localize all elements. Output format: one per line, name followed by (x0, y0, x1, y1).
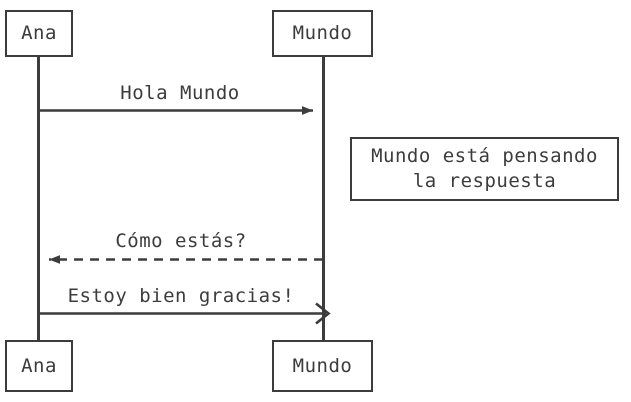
participant-foot-mundo-label: Mundo (292, 354, 353, 377)
message-label-estoy-bien-gracias: Estoy bien gracias! (67, 285, 295, 307)
participant-head-ana-label: Ana (21, 22, 57, 44)
participant-foot-ana[interactable]: Ana (5, 340, 73, 392)
note-mundo-thinking[interactable]: Mundo está pensando la respuesta (350, 137, 619, 201)
message-label-como-estas: Cómo estás? (115, 230, 247, 252)
open-arrowhead-estoy-bien-gracias (315, 302, 331, 325)
note-line-2: la respuesta (412, 170, 557, 192)
participant-foot-ana-label: Ana (21, 354, 57, 377)
message-label-hola-mundo: Hola Mundo (120, 82, 240, 104)
note-line-1: Mundo está pensando (371, 144, 598, 167)
participant-head-mundo[interactable]: Mundo (272, 10, 373, 57)
participant-head-mundo-label: Mundo (292, 22, 353, 44)
participant-foot-mundo[interactable]: Mundo (272, 340, 373, 392)
participant-head-ana[interactable]: Ana (5, 10, 73, 57)
